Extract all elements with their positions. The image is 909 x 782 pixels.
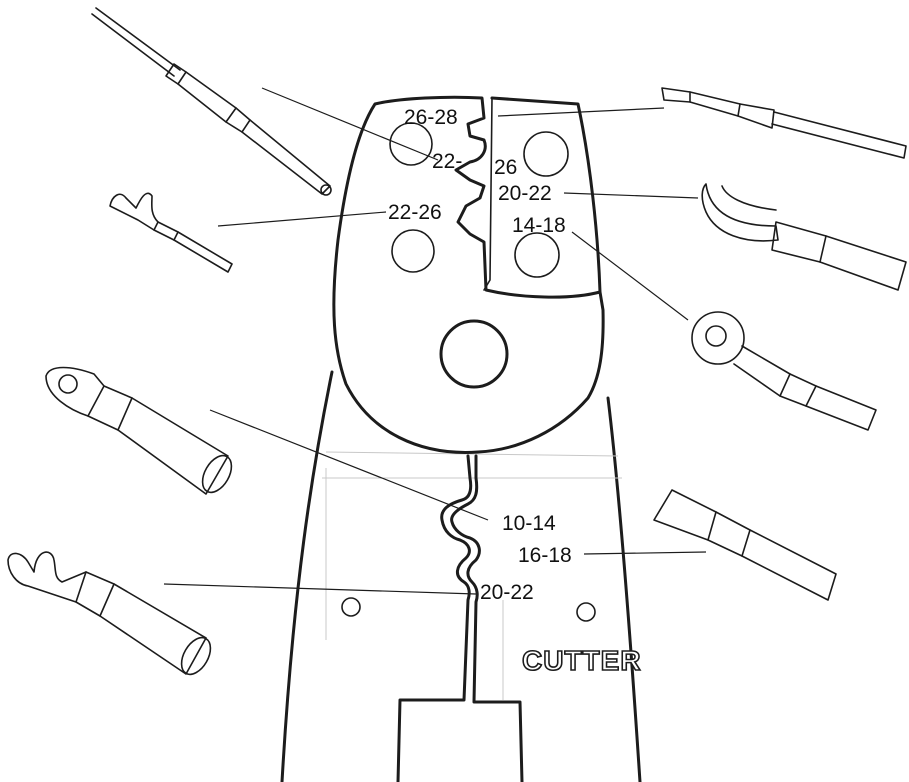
label-26: 26 [494, 156, 517, 179]
label-20-22-lower: 20-22 [480, 581, 534, 604]
female-disconnect-terminal-drawing [653, 489, 837, 601]
lower-jaw-body: CUTTER [280, 370, 642, 782]
insulated-spade-terminal-drawing [701, 183, 907, 291]
label-22-26: 22-26 [388, 201, 442, 224]
label-14-18: 14-18 [512, 214, 566, 237]
pin-terminal-drawing [661, 87, 907, 159]
upper-jaw [332, 95, 605, 454]
heavy-ring-lug-drawing [45, 366, 233, 495]
label-20-22-upper: 20-22 [498, 182, 552, 205]
label-26-28: 26-28 [404, 106, 458, 129]
heavy-fork-lug-drawing [7, 551, 212, 676]
label-10-14: 10-14 [502, 512, 556, 535]
butt-splice-connector-drawing [91, 7, 332, 196]
cutter-brand-text: CUTTER [522, 645, 642, 676]
small-spade-terminal-drawing [109, 192, 233, 273]
label-16-18: 16-18 [518, 544, 572, 567]
label-22-dash: 22- [432, 150, 462, 173]
leader-lines [163, 87, 707, 595]
gauge-labels: 26-28 22- 26 20-22 22-26 14-18 10-14 16-… [388, 106, 572, 604]
insulated-ring-terminal-drawing [691, 311, 877, 431]
